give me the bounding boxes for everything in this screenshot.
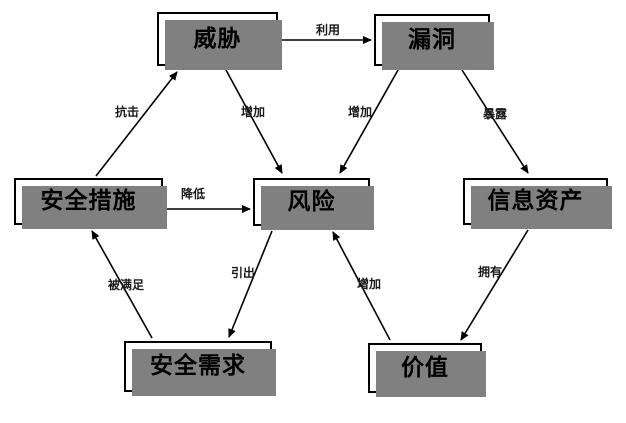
- edge-label-threat-exploits-vulnerability: 利用: [316, 23, 341, 37]
- edge-asset-has-value: [460, 229, 529, 341]
- edge-label-risk-derives-requirement: 引出: [231, 266, 256, 280]
- node-requirement-label: 安全需求: [150, 353, 246, 379]
- edge-risk-derives-requirement: [228, 230, 273, 338]
- node-safeguard[interactable]: 安全措施: [14, 178, 167, 229]
- edge-label-threat-increases-risk: 增加: [241, 105, 266, 119]
- edge-label-value-increases-risk: 增加: [357, 277, 382, 291]
- node-requirement[interactable]: 安全需求: [124, 341, 276, 396]
- node-vulnerability-label: 漏洞: [408, 26, 456, 53]
- node-threat-label: 威胁: [193, 25, 242, 52]
- edge-label-vulnerability-increases-risk: 增加: [348, 105, 373, 119]
- node-value[interactable]: 价值: [368, 343, 486, 397]
- node-vulnerability[interactable]: 漏洞: [374, 14, 494, 70]
- node-risk-label: 风险: [287, 188, 336, 215]
- edge-label-vulnerability-exposes-asset: 暴露: [483, 107, 508, 121]
- edge-label-safeguard-counters-threat: 抗击: [115, 105, 140, 119]
- edge-safeguard-counters-threat: [95, 71, 178, 177]
- node-safeguard-label: 安全措施: [40, 188, 137, 214]
- edge-value-increases-risk: [332, 231, 391, 341]
- edge-vulnerability-increases-risk: [339, 69, 399, 174]
- edge-label-safeguard-reduces-risk: 降低: [181, 187, 206, 201]
- edge-vulnerability-exposes-asset: [461, 69, 529, 174]
- node-threat[interactable]: 威胁: [157, 12, 282, 70]
- edge-label-requirement-satisfied-by-safeguard: 被满足: [108, 278, 145, 292]
- node-asset-label: 信息资产: [487, 188, 584, 214]
- edge-threat-increases-risk: [225, 69, 283, 174]
- node-risk[interactable]: 风险: [253, 178, 374, 230]
- edge-label-asset-has-value: 拥有: [478, 265, 503, 279]
- edge-requirement-satisfied-by-safeguard: [91, 230, 153, 339]
- node-value-label: 价值: [401, 354, 449, 381]
- node-asset[interactable]: 信息资产: [463, 178, 612, 229]
